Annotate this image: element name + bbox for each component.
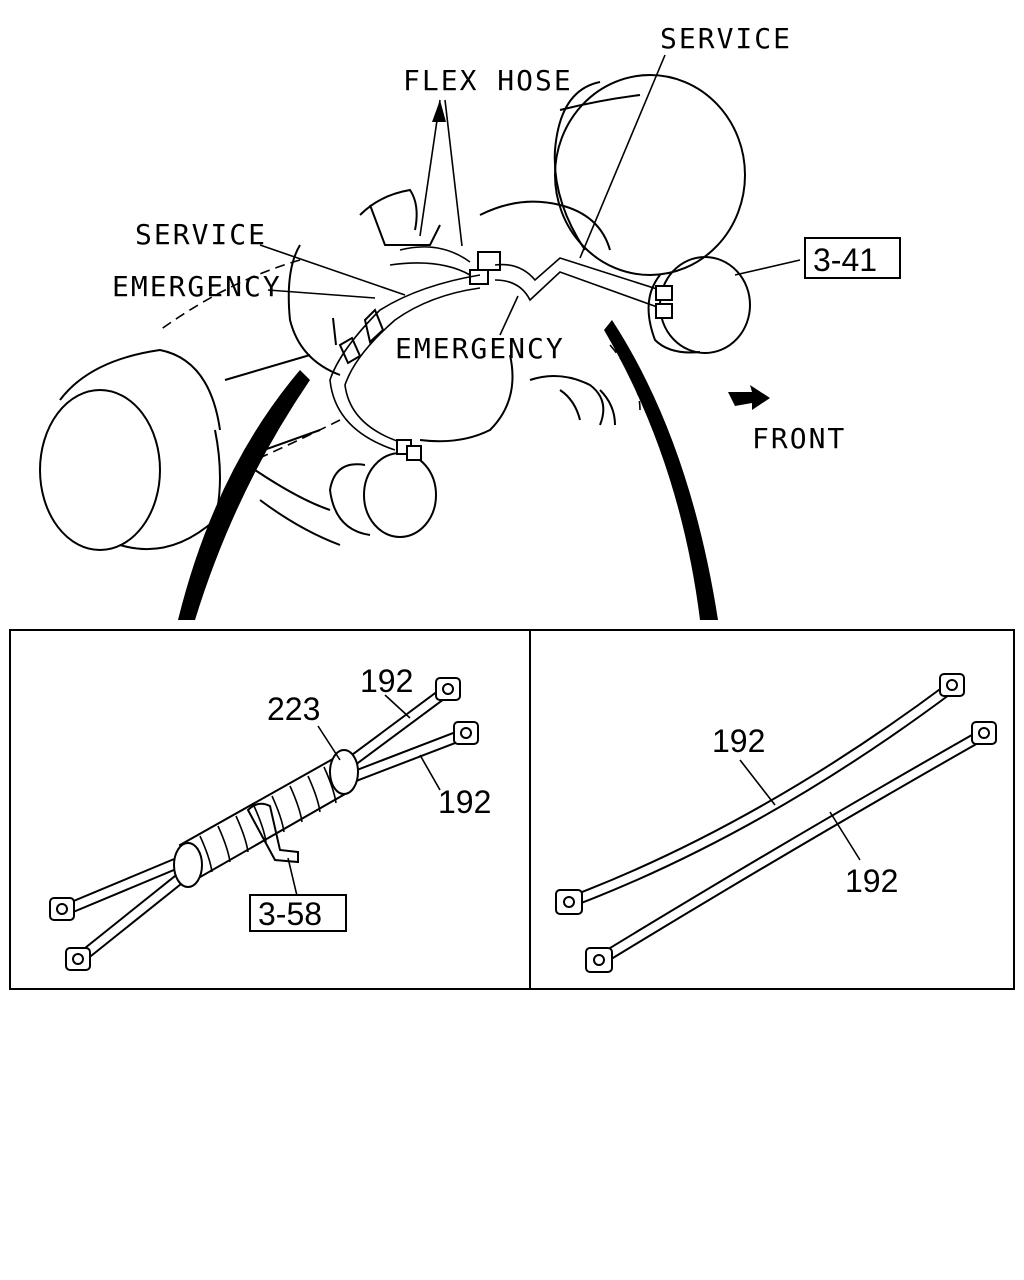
- emergency-label-mid: EMERGENCY: [395, 332, 565, 365]
- left-brake-chamber: [363, 452, 437, 538]
- service-label-left: SERVICE: [135, 218, 267, 251]
- right-brake-chamber: [659, 256, 751, 354]
- hose-end-nuts: [49, 677, 479, 971]
- front-arrow-icon: [728, 385, 770, 410]
- front-label: FRONT: [752, 422, 846, 455]
- left-wheel-drum: [39, 389, 161, 551]
- flex-hose-label: FLEX HOSE: [403, 64, 573, 97]
- ref-box-3-58: [249, 894, 347, 932]
- axle-assembly-illustration: [39, 74, 751, 551]
- part-192-left-upper: 192: [360, 663, 413, 699]
- part-192-left-lower: 192: [438, 784, 491, 820]
- right-callout-arc: [604, 320, 718, 620]
- detail-frame: [9, 629, 1015, 990]
- emergency-label-left: EMERGENCY: [112, 270, 282, 303]
- ref-3-41-label: 3-41: [813, 242, 877, 278]
- part-192-right-upper: 192: [712, 723, 765, 759]
- right-detail-hoses: [555, 673, 997, 973]
- left-callout-arc: [178, 370, 310, 620]
- service-label-top: SERVICE: [660, 22, 792, 55]
- leader-lines: [259, 54, 801, 336]
- part-192-right-lower: 192: [845, 863, 898, 899]
- part-223-label: 223: [267, 691, 320, 727]
- ref-box-3-41: [804, 237, 901, 279]
- left-detail-hose-bundle: [49, 677, 479, 971]
- ref-3-58-label: 3-58: [258, 896, 322, 932]
